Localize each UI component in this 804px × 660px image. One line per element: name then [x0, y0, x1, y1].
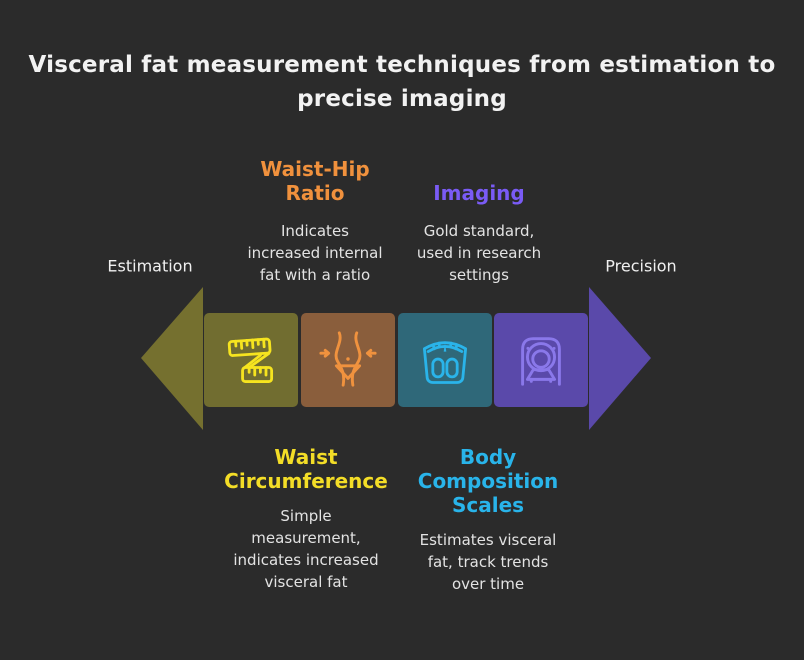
waist-circumference-label-group: Waist Circumference Simple measurement, … [196, 445, 416, 593]
scale-icon [422, 341, 468, 384]
waist-hip-ratio-label-group: Waist-Hip Ratio Indicates increased inte… [205, 155, 425, 286]
estimation-label: Estimation [107, 256, 193, 276]
waist-circumference-heading: Waist Circumference [224, 445, 388, 493]
stage-box-imaging [494, 313, 588, 407]
right-arrowhead-icon [589, 287, 651, 430]
imaging-label-group: Imaging Gold standard, used in research … [369, 155, 589, 286]
page-title: Visceral fat measurement techniques from… [28, 52, 776, 112]
waist-hip-ratio-description: Indicates increased internal fat with a … [247, 222, 383, 284]
stage-box-waist-circumference [204, 313, 298, 407]
ct-scanner-icon [521, 337, 561, 386]
waist-icon [319, 331, 377, 387]
left-arrowhead-icon [141, 287, 203, 430]
body-composition-scales-description: Estimates visceral fat, track trends ove… [419, 531, 557, 593]
imaging-heading: Imaging [433, 181, 525, 205]
stage-box-waist-hip-ratio [301, 313, 395, 407]
tape-measure-icon [227, 337, 274, 383]
waist-hip-ratio-heading: Waist-Hip Ratio [260, 157, 370, 205]
imaging-description: Gold standard, used in research settings [416, 222, 542, 284]
precision-label: Precision [605, 256, 677, 276]
left-arrowhead-shape [141, 287, 203, 430]
stage-box-body-composition-scales [398, 313, 492, 407]
body-composition-scales-label-group: Body Composition Scales Estimates viscer… [378, 445, 598, 595]
right-arrowhead-shape [589, 287, 651, 430]
body-composition-scales-heading: Body Composition Scales [417, 445, 559, 517]
waist-circumference-description: Simple measurement, indicates increased … [233, 507, 379, 591]
